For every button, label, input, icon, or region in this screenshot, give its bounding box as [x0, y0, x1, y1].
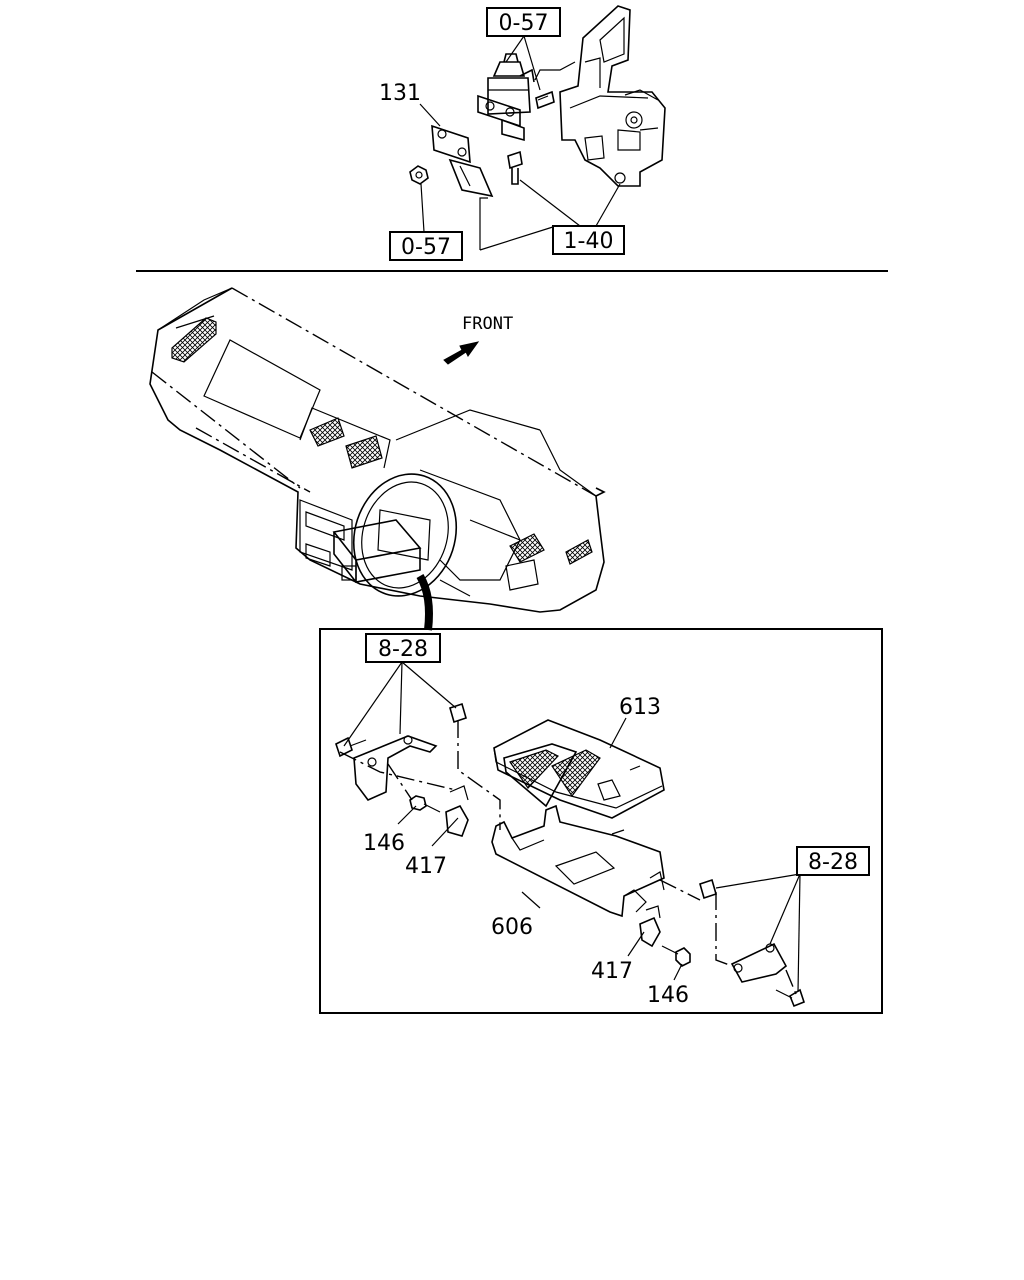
bolt-center: [507, 150, 523, 185]
label-131: 131: [379, 81, 421, 106]
detail-frame: [319, 628, 883, 1014]
label-613: 613: [619, 695, 661, 720]
svg-text:1-40: 1-40: [564, 229, 614, 254]
bracket-left: [353, 735, 438, 801]
screw-top: [535, 90, 555, 110]
label-146-left: 146: [363, 831, 405, 856]
top-assembly: [409, 5, 666, 251]
callout-0-57-bottom: 0-57: [389, 231, 463, 261]
mounting-bracket: [534, 5, 666, 187]
clip-nut-right: [699, 878, 717, 900]
vacuum-solenoid: [477, 53, 535, 142]
control-unit-613: [493, 719, 665, 819]
bolt-146-right: [661, 945, 691, 967]
callout-8-28-right: 8-28: [796, 846, 870, 876]
bracket-right: [730, 942, 788, 983]
bolt-right: [775, 988, 805, 1008]
clip-417-left: [445, 785, 469, 837]
callout-0-57-top: 0-57: [486, 7, 561, 37]
clip-nut-top: [449, 702, 467, 724]
label-606: 606: [491, 915, 533, 940]
dashboard-illustration: [149, 287, 606, 631]
label-146-right: 146: [647, 983, 689, 1008]
clip-417-right: [639, 905, 661, 948]
label-417-left: 417: [405, 854, 447, 879]
bracket-131: [431, 124, 494, 198]
nut-left: [409, 165, 429, 185]
callout-1-40: 1-40: [552, 225, 625, 255]
front-label: FRONT: [462, 314, 513, 334]
svg-text:0-57: 0-57: [401, 235, 451, 260]
bolt-left: [335, 736, 367, 758]
detail-assembly: [335, 661, 805, 1008]
bolt-146-left: [409, 795, 441, 813]
svg-text:8-28: 8-28: [378, 637, 428, 662]
front-arrow-icon: [443, 341, 480, 365]
svg-text:0-57: 0-57: [499, 11, 549, 36]
label-417-right: 417: [591, 959, 633, 984]
bracket-606: [491, 804, 665, 918]
svg-text:8-28: 8-28: [808, 850, 858, 875]
callout-8-28-left: 8-28: [365, 633, 441, 663]
